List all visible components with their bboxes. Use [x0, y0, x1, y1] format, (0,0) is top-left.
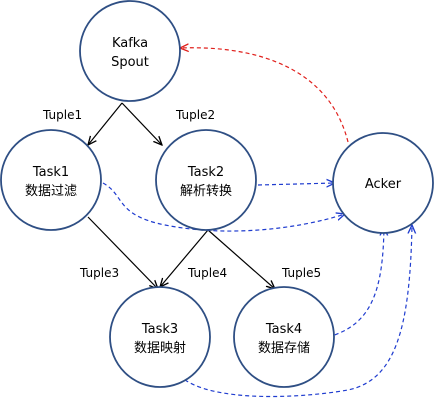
- node-task4: Task4 数据存储: [233, 286, 335, 388]
- node-task4-line1: Task4: [265, 322, 302, 337]
- node-task3-line1: Task3: [141, 322, 178, 337]
- node-task1: Task1 数据过滤: [0, 129, 102, 231]
- node-acker-circle: [332, 132, 434, 234]
- edge-task1-to-task3: [87, 216, 158, 289]
- edge-spout-to-task2: [121, 102, 162, 145]
- node-task1-line2: 数据过滤: [25, 184, 77, 199]
- edge-label-tuple1: Tuple1: [42, 108, 82, 122]
- edge-label-tuple2: Tuple2: [175, 108, 215, 122]
- node-task2-circle: [155, 129, 257, 231]
- node-kafka-spout-line2: Spout: [111, 55, 149, 70]
- node-task2: Task2 解析转换: [155, 129, 257, 231]
- edge-task2-to-task4: [207, 229, 275, 289]
- edge-label-tuple5: Tuple5: [281, 266, 321, 280]
- node-task4-circle: [233, 286, 335, 388]
- node-acker-line1: Acker: [365, 177, 402, 192]
- edge-spout-to-task1: [88, 102, 123, 145]
- ack-edge-task2-to-acker: [257, 183, 335, 185]
- node-task1-circle: [0, 129, 102, 231]
- ack-edge-task4-to-acker: [327, 227, 384, 338]
- edge-label-tuple4: Tuple4: [187, 266, 227, 280]
- node-acker: Acker: [332, 132, 434, 234]
- node-task2-line1: Task2: [187, 165, 224, 180]
- edge-label-tuple3: Tuple3: [79, 266, 119, 280]
- ack-edge-task1-to-acker: [102, 182, 345, 232]
- ack-edge-task3-to-acker: [174, 225, 412, 398]
- node-task3-circle: [109, 286, 211, 388]
- node-task3-line2: 数据映射: [134, 340, 186, 356]
- ack-edge-acker-to-spout: [180, 48, 349, 143]
- node-task4-line2: 数据存储: [258, 341, 310, 356]
- node-task1-line1: Task1: [32, 165, 69, 180]
- edge-task2-to-task3: [160, 229, 209, 287]
- node-kafka-spout-circle: [79, 0, 181, 102]
- node-kafka-spout-line1: Kafka: [112, 36, 148, 51]
- node-task2-line2: 解析转换: [180, 184, 232, 199]
- node-kafka-spout: Kafka Spout: [79, 0, 181, 102]
- node-task3: Task3 数据映射: [109, 286, 211, 388]
